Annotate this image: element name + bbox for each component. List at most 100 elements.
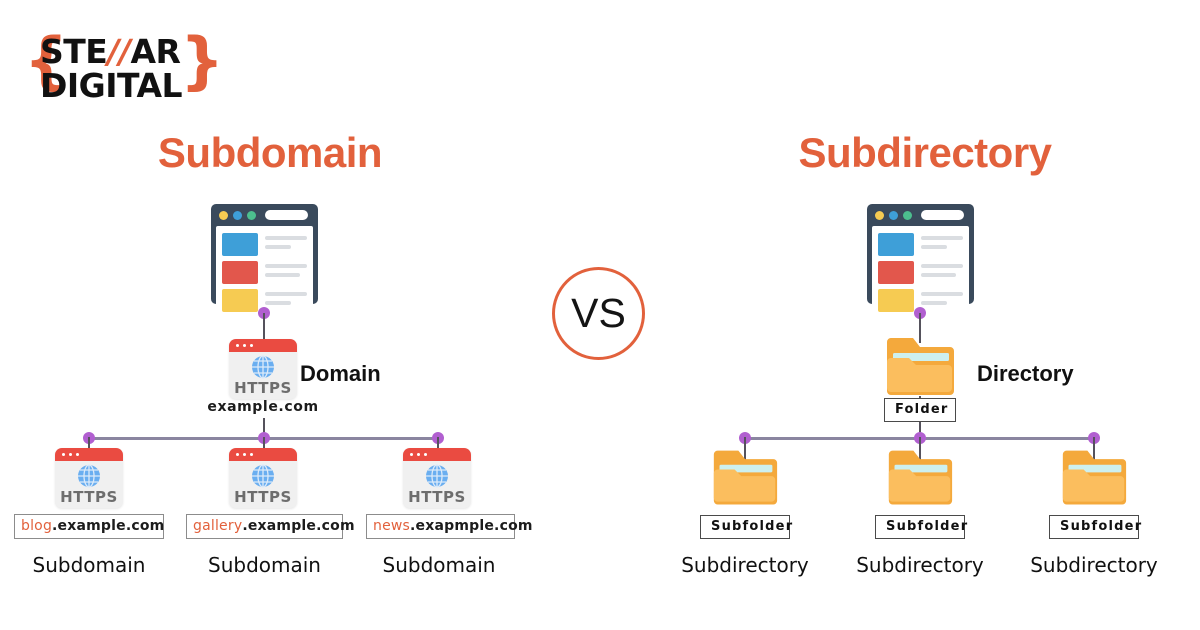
browser-dot-blue	[233, 210, 242, 220]
heading-subdomain: Subdomain	[157, 129, 383, 176]
subdirectory-label-box-3: Subfolder	[1049, 515, 1141, 539]
subdomain-https-icon-3: HTTPS	[403, 448, 471, 508]
https-label: HTTPS	[234, 488, 292, 506]
subdomain-prefix: blog	[21, 518, 53, 534]
content-line	[921, 236, 963, 240]
subdirectory-label-box-1: Subfolder	[700, 515, 792, 539]
browser-content-row	[878, 233, 963, 256]
connector-line-vertical	[919, 437, 921, 463]
connector-line-vertical	[263, 418, 265, 439]
browser-dot-green	[247, 210, 256, 220]
content-line	[265, 301, 292, 305]
directory-side-label: Directory	[977, 361, 1074, 386]
https-dot	[250, 344, 253, 347]
subdomain-url-box-1: blog.example.com	[14, 514, 164, 539]
content-line	[265, 292, 307, 296]
content-lines	[265, 233, 307, 249]
logo-text-ste: STE	[40, 32, 108, 71]
https-dot	[62, 453, 65, 456]
browser-titlebar	[211, 204, 318, 226]
content-thumb-red	[878, 261, 914, 284]
browser-address-bar	[921, 210, 964, 220]
browser-page-content	[872, 226, 969, 319]
https-dot	[424, 453, 427, 456]
content-thumb-blue	[878, 233, 914, 256]
content-thumb-blue	[222, 233, 258, 256]
connector-line-vertical	[263, 313, 265, 343]
subdirectory-folder-icon-2	[886, 448, 954, 508]
subdomain-prefix: news	[373, 518, 411, 534]
content-thumb-yellow	[878, 289, 914, 312]
vs-label: VS	[571, 290, 626, 336]
content-lines	[921, 261, 963, 277]
domain-side-label: Domain	[300, 361, 381, 386]
subdomain-suffix: .example.com	[52, 518, 165, 534]
https-dot	[69, 453, 72, 456]
subdomain-url-box-3: news.exapmple.com	[366, 514, 532, 539]
left-root-browser-icon	[211, 204, 318, 319]
https-icon-body: HTTPS	[229, 352, 297, 399]
content-lines	[265, 261, 307, 277]
browser-content-row	[222, 289, 307, 312]
https-dot	[236, 344, 239, 347]
https-label: HTTPS	[234, 379, 292, 397]
https-icon-titlebar	[229, 339, 297, 352]
browser-address-bar	[265, 210, 308, 220]
subdomain-prefix: gallery	[193, 518, 243, 534]
content-line	[265, 236, 307, 240]
globe-icon	[77, 464, 101, 488]
browser-dot-green	[903, 210, 912, 220]
content-line	[921, 292, 963, 296]
https-icon-titlebar	[55, 448, 123, 461]
browser-content-row	[222, 233, 307, 256]
https-icon-titlebar	[229, 448, 297, 461]
content-line	[265, 264, 307, 268]
subdomain-suffix: .exapmple.com	[410, 518, 533, 534]
logo-slashes: //	[107, 32, 131, 71]
connector-line-vertical	[919, 313, 921, 343]
domain-url-label: example.com	[207, 399, 319, 415]
content-line	[921, 245, 948, 249]
content-thumb-red	[222, 261, 258, 284]
subdomain-caption-2: Subdomain	[208, 553, 321, 577]
logo-line-one: STE//AR	[40, 32, 181, 71]
logo-right-brace: }	[180, 24, 225, 97]
brand-logo: { } STE//AR DIGITAL	[24, 24, 224, 106]
browser-page-content	[216, 226, 313, 319]
browser-dot-yellow	[219, 210, 228, 220]
connector-line-vertical	[744, 437, 746, 463]
subdomain-caption-3: Subdomain	[382, 553, 496, 577]
content-line	[265, 273, 301, 277]
https-icon-body: HTTPS	[55, 461, 123, 508]
subdirectory-folder-icon-1	[711, 448, 779, 508]
content-lines	[265, 289, 307, 305]
logo-text-ar: AR	[130, 32, 181, 71]
content-lines	[921, 289, 963, 305]
https-dot	[250, 453, 253, 456]
https-label: HTTPS	[408, 488, 466, 506]
subdirectory-label-box-2: Subfolder	[875, 515, 967, 539]
directory-folder-icon	[884, 336, 956, 398]
connector-line-vertical	[1093, 437, 1095, 463]
left-domain-https-icon: HTTPS	[229, 339, 297, 399]
https-dot	[76, 453, 79, 456]
browser-content-row	[222, 261, 307, 284]
https-dot	[243, 344, 246, 347]
browser-content-row	[878, 261, 963, 284]
https-dot	[243, 453, 246, 456]
browser-titlebar	[867, 204, 974, 226]
subdomain-url-box-2: gallery.example.com	[186, 514, 355, 539]
content-thumb-yellow	[222, 289, 258, 312]
https-dot	[417, 453, 420, 456]
subdomain-https-icon-1: HTTPS	[55, 448, 123, 508]
right-root-browser-icon	[867, 204, 974, 319]
subdomain-caption-1: Subdomain	[32, 553, 146, 577]
heading-subdirectory: Subdirectory	[798, 129, 1052, 176]
subdirectory-caption-2: Subdirectory	[856, 553, 984, 577]
https-dot	[236, 453, 239, 456]
content-line	[921, 301, 948, 305]
https-dot	[410, 453, 413, 456]
content-line	[921, 264, 963, 268]
directory-folder-label-box: Folder	[884, 398, 956, 422]
subdomain-https-icon-2: HTTPS	[229, 448, 297, 508]
